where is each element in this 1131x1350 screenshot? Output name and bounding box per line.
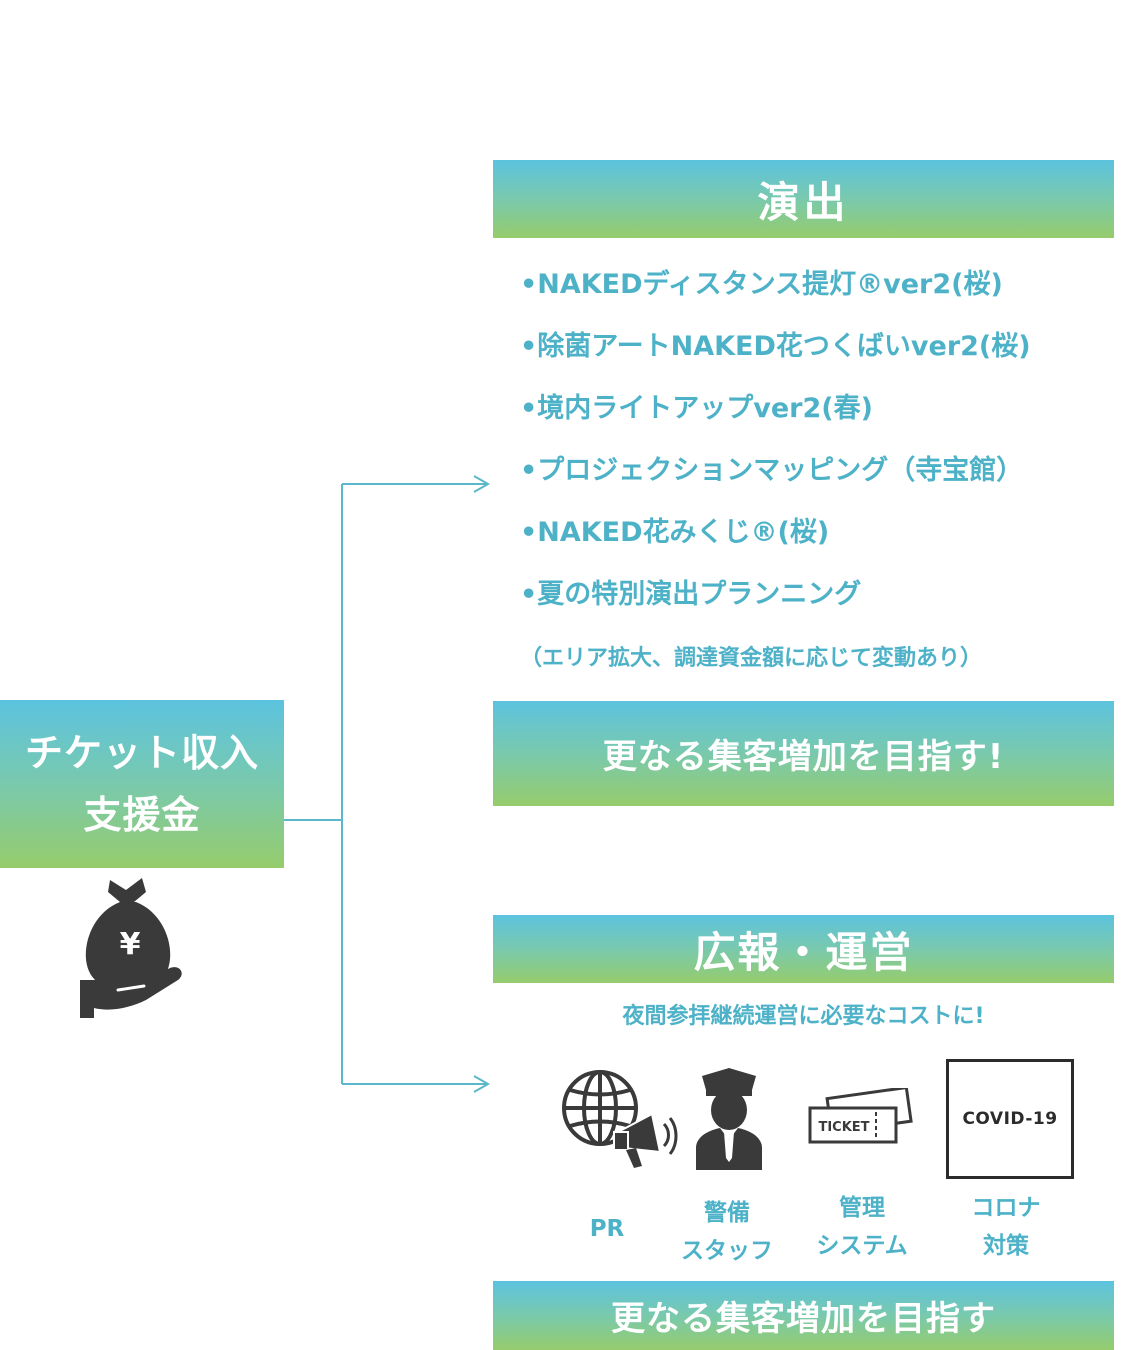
enshutsu-list: •NAKEDディスタンス提灯®ver2(桜) •除菌アートNAKED花つくばいv… bbox=[520, 254, 1031, 626]
ticket-text: TICKET bbox=[818, 1120, 869, 1135]
pr-label: PR bbox=[589, 1216, 625, 1242]
covid-text: COVID-19 bbox=[962, 1109, 1058, 1129]
yen-symbol: ¥ bbox=[120, 927, 141, 962]
money-bag-hand-icon: ¥ bbox=[80, 878, 182, 1018]
list-item: •境内ライトアップver2(春) bbox=[520, 393, 873, 424]
covid-label: コロナ 対策 bbox=[971, 1195, 1041, 1259]
kouhou-subtitle: 夜間参拝継続運営に必要なコストに! bbox=[622, 1004, 985, 1029]
security-guard-icon bbox=[696, 1068, 762, 1170]
list-item: •除菌アートNAKED花つくばいver2(桜) bbox=[520, 331, 1031, 362]
list-item: •プロジェクションマッピング（寺宝館） bbox=[520, 455, 1024, 486]
source-title: チケット収入 bbox=[24, 731, 259, 775]
kouhou-header: 広報・運営 bbox=[493, 915, 1114, 983]
enshutsu-note: （エリア拡大、調達資金額に応じて変動あり） bbox=[520, 646, 983, 671]
kouhou-goal-band: 更なる集客増加を目指す bbox=[493, 1281, 1114, 1350]
system-label: 管理 システム bbox=[816, 1195, 908, 1259]
list-item: •夏の特別演出プランニング bbox=[520, 579, 862, 610]
source-subtitle: 支援金 bbox=[83, 793, 201, 837]
enshutsu-goal-band: 更なる集客増加を目指す! bbox=[493, 701, 1114, 806]
source-box: チケット収入 支援金 bbox=[0, 700, 284, 868]
ticket-icon: TICKET bbox=[808, 1088, 913, 1144]
list-item: •NAKEDディスタンス提灯®ver2(桜) bbox=[520, 269, 1003, 300]
covid-box-icon: COVID-19 bbox=[946, 1059, 1074, 1179]
list-item: •NAKED花みくじ®(桜) bbox=[520, 517, 830, 548]
connector-lines bbox=[284, 475, 491, 1093]
guard-label: 警備 スタッフ bbox=[681, 1200, 773, 1264]
enshutsu-header: 演出 bbox=[493, 160, 1114, 238]
globe-megaphone-icon bbox=[562, 1070, 678, 1168]
